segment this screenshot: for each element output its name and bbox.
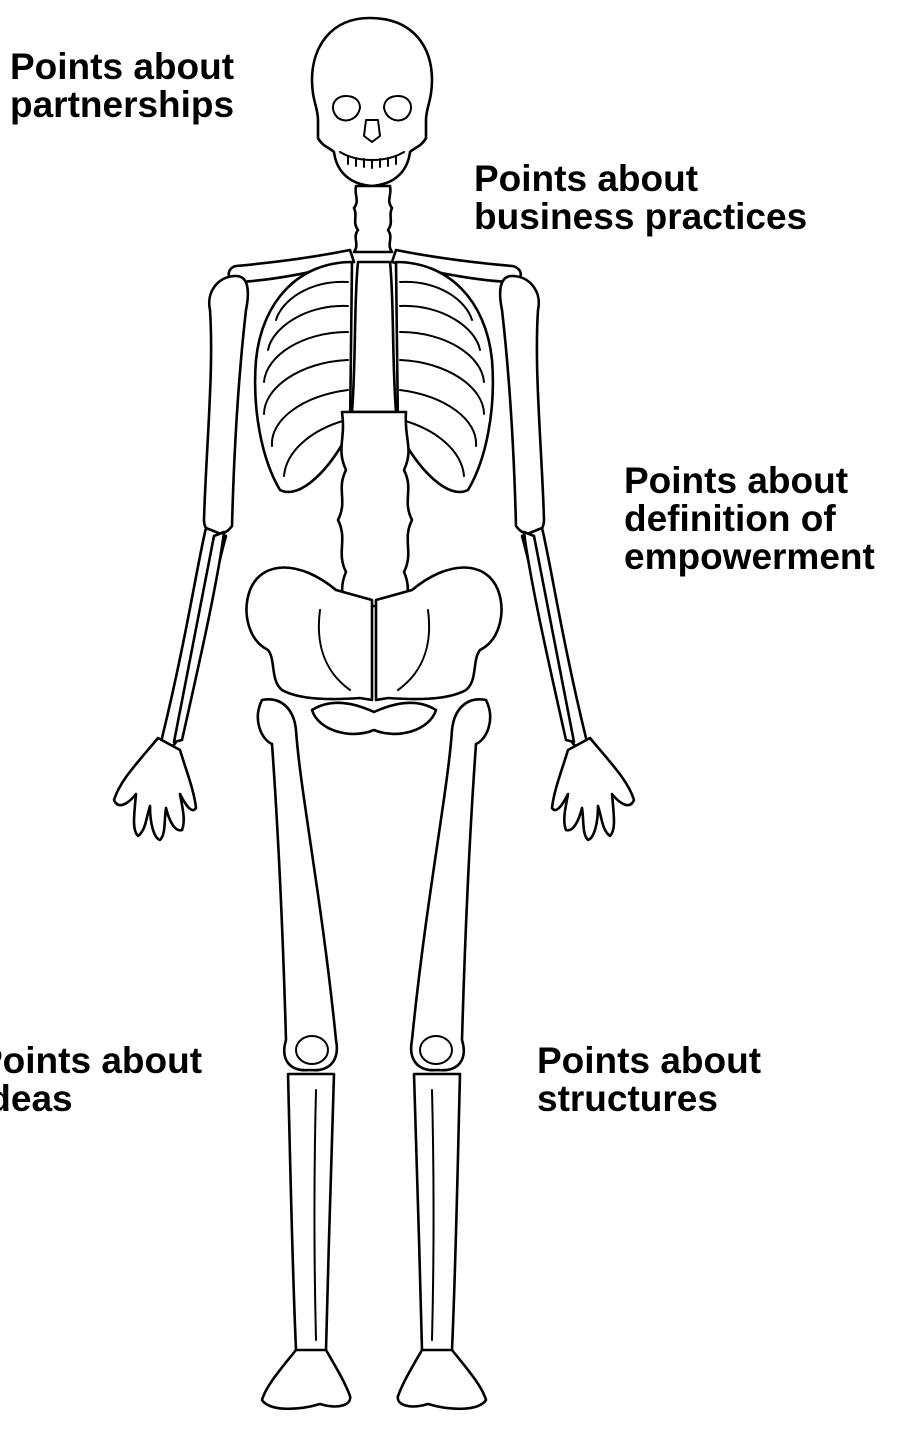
label-business-practices: Points about business practices [474, 160, 807, 236]
cervical-spine [354, 186, 392, 252]
label-ideas-line1: Points about [0, 1042, 202, 1080]
label-ideas-line2: ideas [0, 1080, 202, 1118]
right-leg [398, 699, 490, 1408]
label-empowerment-line3: empowerment [624, 538, 875, 576]
label-structures: Points about structures [537, 1042, 761, 1118]
label-empowerment: Points about definition of empowerment [624, 462, 875, 576]
right-arm [500, 276, 634, 840]
label-partnerships-line2: partnerships [10, 86, 234, 124]
label-partnerships-line1: Points about [10, 48, 234, 86]
label-ideas: Points about ideas [0, 1042, 202, 1118]
label-partnerships: Points about partnerships [10, 48, 234, 124]
skull [312, 18, 432, 186]
lumbar-spine [338, 412, 412, 606]
left-leg [258, 699, 350, 1408]
label-business-practices-line2: business practices [474, 198, 807, 236]
label-business-practices-line1: Points about [474, 160, 807, 198]
left-arm [114, 276, 248, 840]
label-empowerment-line1: Points about [624, 462, 875, 500]
label-structures-line2: structures [537, 1080, 761, 1118]
label-empowerment-line2: definition of [624, 500, 875, 538]
label-structures-line1: Points about [537, 1042, 761, 1080]
